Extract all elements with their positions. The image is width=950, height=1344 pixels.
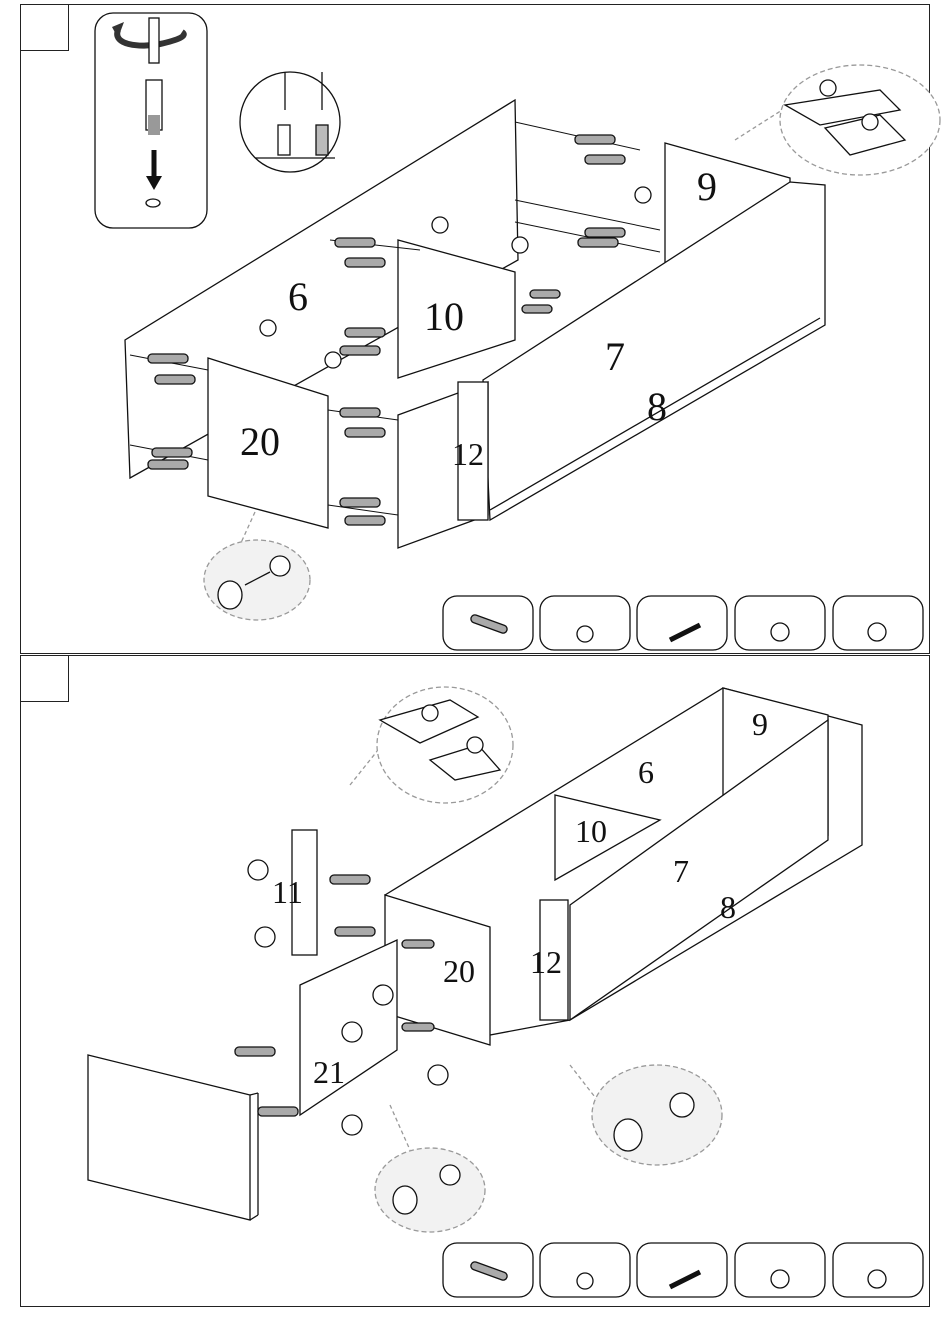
part-label: 20 xyxy=(240,419,280,464)
cam-detail-bubble xyxy=(735,65,940,175)
cam-lock-icon xyxy=(577,626,593,642)
part-label: 8 xyxy=(720,889,736,925)
cap-detail-bubble xyxy=(375,1105,485,1232)
part-label: 8 xyxy=(647,384,667,429)
part-label: 20 xyxy=(443,953,475,989)
part-label: 9 xyxy=(752,706,768,742)
cap-cover-icon xyxy=(771,623,789,641)
step-1-diagram: 6 9 10 7 8 20 12 xyxy=(0,0,950,660)
part-label: 7 xyxy=(605,334,625,379)
part-label: 21 xyxy=(313,1054,345,1090)
part-label: 6 xyxy=(288,274,308,319)
cap-cover-icon xyxy=(868,1270,886,1288)
part-label: 10 xyxy=(424,294,464,339)
part-label: 11 xyxy=(272,874,303,910)
part-label: 10 xyxy=(575,813,607,849)
board-7 xyxy=(483,182,825,520)
cap-detail-bubble xyxy=(570,1065,722,1165)
cap-cover-icon xyxy=(771,1270,789,1288)
part-label: 12 xyxy=(452,436,484,472)
step-2-diagram: 9 6 10 7 8 11 20 12 21 xyxy=(0,655,950,1315)
screwdriver-inset xyxy=(95,13,207,228)
cap-detail-bubble xyxy=(204,512,310,620)
part-label: 7 xyxy=(673,853,689,889)
cap-cover-icon xyxy=(868,623,886,641)
front-panel xyxy=(88,1055,250,1220)
part-label: 9 xyxy=(697,164,717,209)
cam-lock-icon xyxy=(577,1273,593,1289)
cam-detail-bubble xyxy=(350,687,513,803)
part-label: 6 xyxy=(638,754,654,790)
hardware-tray xyxy=(443,1243,923,1297)
part-label: 12 xyxy=(530,944,562,980)
hardware-tray xyxy=(443,596,923,650)
screwing-detail-bubble xyxy=(240,72,340,172)
